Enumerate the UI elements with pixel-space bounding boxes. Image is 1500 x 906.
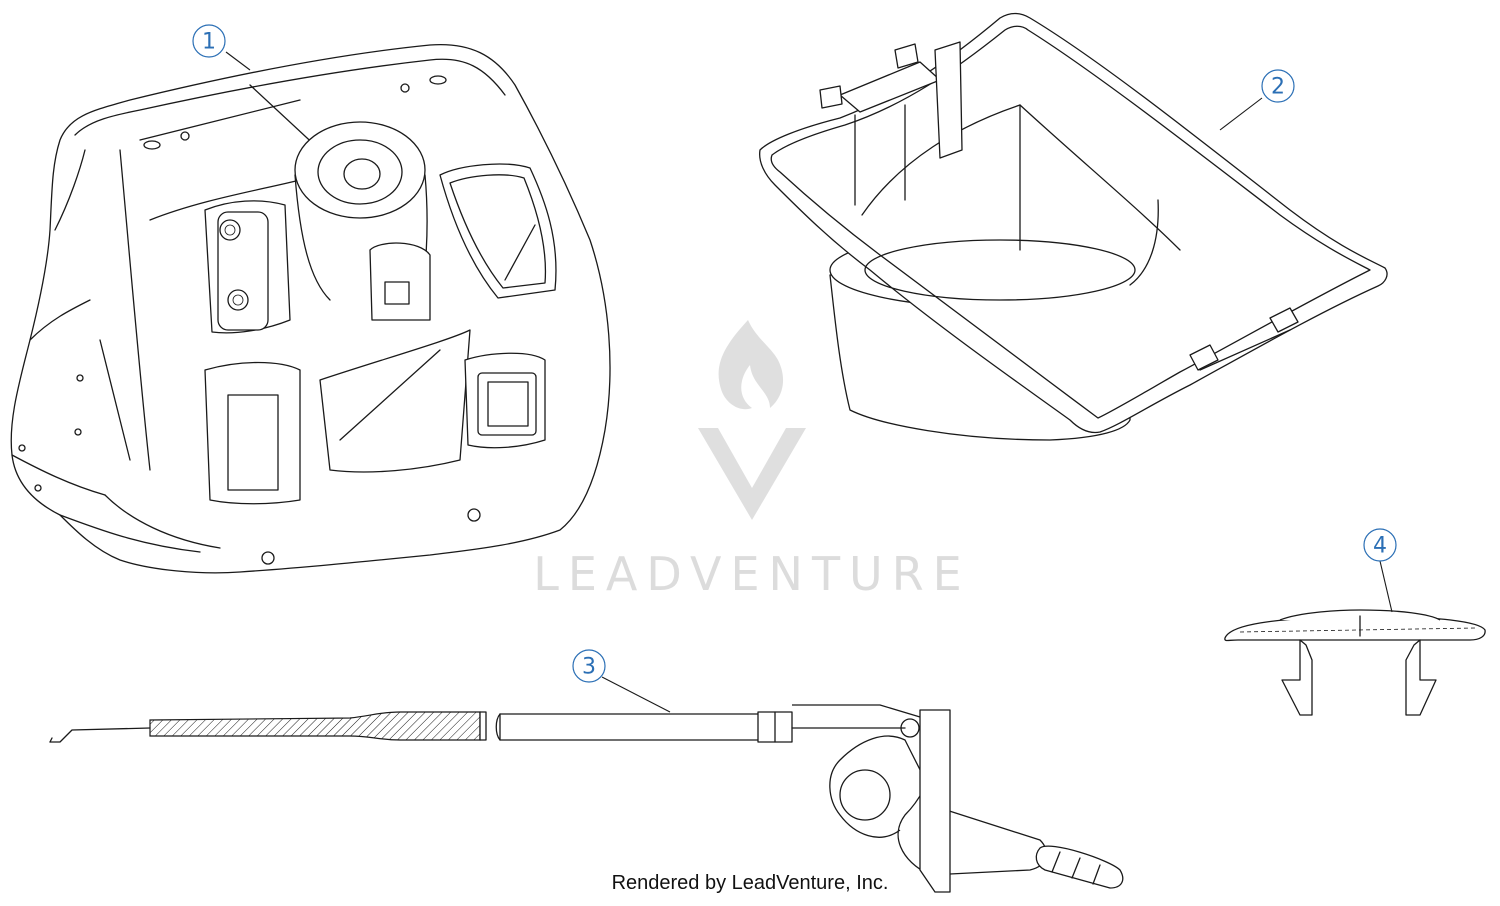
leader-1 <box>225 51 251 71</box>
footer-caption: Rendered by LeadVenture, Inc. <box>611 872 889 894</box>
watermark-text: LEADVENTURE <box>533 547 971 601</box>
part-4-push-clip <box>1224 609 1486 716</box>
leader-3 <box>601 676 671 713</box>
leader-2 <box>1219 97 1263 131</box>
callout-3-number: 3 <box>582 655 596 680</box>
part-3-cable-lever <box>49 704 1124 893</box>
callout-1-number: 1 <box>202 30 216 55</box>
callout-4-number: 4 <box>1373 534 1387 559</box>
callout-2-number: 2 <box>1271 75 1285 100</box>
watermark: LEADVENTURE <box>533 320 971 601</box>
part-1-dash-console <box>10 43 611 574</box>
leader-4 <box>1379 560 1393 613</box>
callout-3[interactable]: 3 <box>572 649 606 683</box>
callout-2[interactable]: 2 <box>1261 69 1295 103</box>
flame-logo-icon <box>698 320 806 520</box>
callout-1[interactable]: 1 <box>192 24 226 58</box>
callout-4[interactable]: 4 <box>1363 528 1397 562</box>
part-2-tray <box>759 12 1388 441</box>
